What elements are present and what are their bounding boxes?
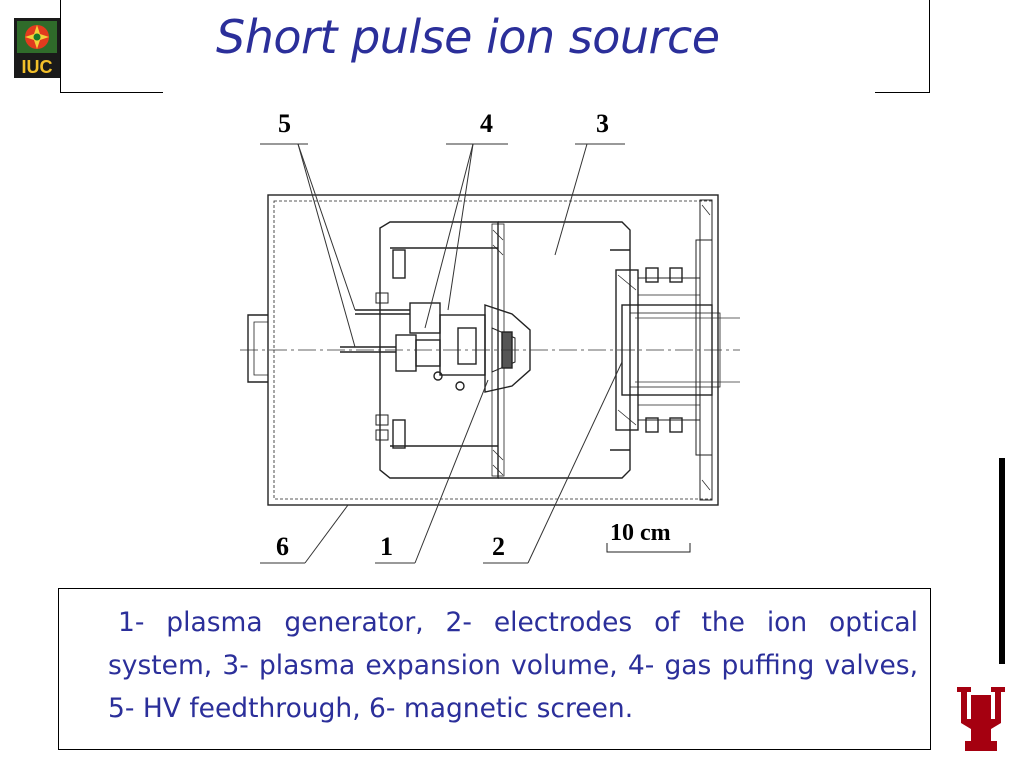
iuc-logo-text: IUC: [22, 57, 53, 77]
diagram-label-6: 6: [276, 532, 289, 561]
title-frame-gap: [163, 88, 875, 98]
hv-feedthrough: [395, 334, 417, 372]
ion-source-diagram: 5 4 3 6 1 2 10 cm: [240, 109, 740, 564]
ion-optical-electrodes: [615, 269, 639, 431]
slide-title: Short pulse ion source: [216, 10, 720, 64]
iuc-cyclotron-icon: [25, 25, 49, 49]
gas-puffing-valve: [409, 302, 441, 334]
title-frame: [60, 0, 930, 93]
decorative-vertical-bar: [999, 458, 1005, 664]
diagram-label-5: 5: [278, 109, 291, 138]
scale-bar-label: 10 cm: [610, 520, 671, 546]
iuc-logo: IUC: [14, 18, 60, 78]
diagram-label-2: 2: [492, 532, 505, 561]
caption-frame: [58, 588, 931, 750]
plasma-generator-core: [484, 304, 531, 393]
diagram-caption: 1- plasma generator, 2- electrodes of th…: [108, 607, 918, 724]
diagram-label-3: 3: [596, 109, 609, 138]
scale-bar: [606, 543, 691, 553]
diagram-label-1: 1: [380, 532, 393, 561]
diagram-label-4: 4: [480, 109, 493, 138]
indiana-university-trident-icon: [957, 687, 1005, 751]
